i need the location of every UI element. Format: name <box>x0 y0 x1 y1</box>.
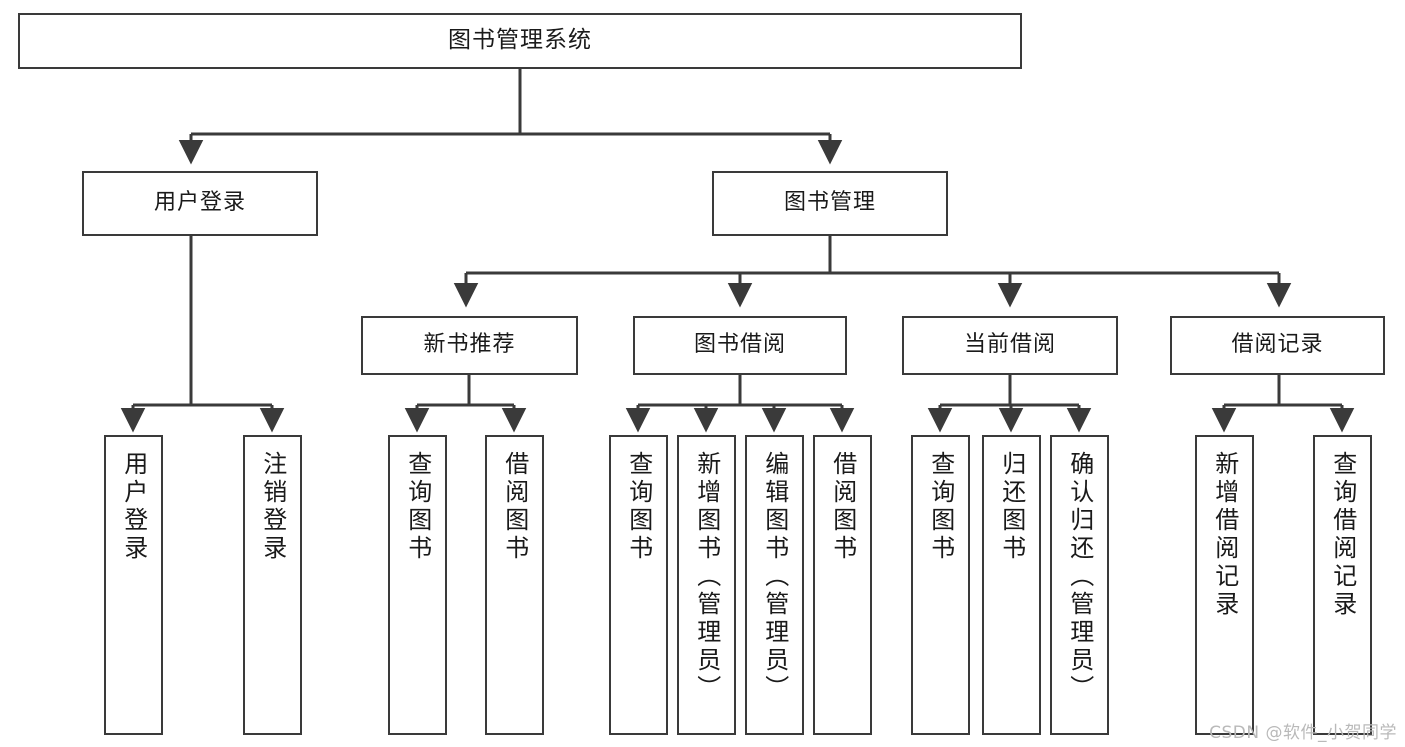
node-label: 图书借阅 <box>693 332 786 358</box>
node-label: 借阅图书 <box>828 451 857 563</box>
leaf-borrow-edit-book[interactable]: 编辑图书（管理员） <box>745 435 804 735</box>
leaf-record-query-record[interactable]: 查询借阅记录 <box>1313 435 1372 735</box>
leaf-current-return-book[interactable]: 归还图书 <box>982 435 1041 735</box>
node-label: 借阅记录 <box>1231 332 1324 358</box>
node-root-system[interactable]: 图书管理系统 <box>18 13 1022 69</box>
leaf-borrow-borrow-book[interactable]: 借阅图书 <box>813 435 872 735</box>
leaf-current-confirm-return[interactable]: 确认归还（管理员） <box>1050 435 1109 735</box>
node-label: 查询借阅记录 <box>1328 451 1357 619</box>
node-label: 新书推荐 <box>423 332 516 358</box>
leaf-user-login-logout[interactable]: 注销登录 <box>243 435 302 735</box>
leaf-borrow-query-book[interactable]: 查询图书 <box>609 435 668 735</box>
node-label: 图书管理 <box>783 190 876 216</box>
node-label: 当前借阅 <box>963 332 1056 358</box>
leaf-user-login-login[interactable]: 用户登录 <box>104 435 163 735</box>
node-label: 借阅图书 <box>500 451 529 563</box>
leaf-recommend-borrow-book[interactable]: 借阅图书 <box>485 435 544 735</box>
leaf-borrow-add-book[interactable]: 新增图书（管理员） <box>677 435 736 735</box>
node-current-borrow[interactable]: 当前借阅 <box>902 316 1118 375</box>
node-book-management[interactable]: 图书管理 <box>712 171 948 236</box>
node-label: 归还图书 <box>997 451 1026 563</box>
node-label: 编辑图书（管理员） <box>760 451 789 703</box>
node-label: 查询图书 <box>403 451 432 563</box>
leaf-recommend-query-book[interactable]: 查询图书 <box>388 435 447 735</box>
node-label: 新增图书（管理员） <box>692 451 721 703</box>
node-user-login[interactable]: 用户登录 <box>82 171 318 236</box>
node-new-book-recommend[interactable]: 新书推荐 <box>361 316 578 375</box>
node-label: 新增借阅记录 <box>1210 451 1239 619</box>
node-label: 用户登录 <box>119 451 148 563</box>
node-label: 图书管理系统 <box>448 27 592 54</box>
leaf-record-add-record[interactable]: 新增借阅记录 <box>1195 435 1254 735</box>
node-book-borrow[interactable]: 图书借阅 <box>633 316 847 375</box>
node-label: 查询图书 <box>624 451 653 563</box>
node-borrow-record[interactable]: 借阅记录 <box>1170 316 1385 375</box>
node-label: 用户登录 <box>153 190 246 216</box>
node-label: 确认归还（管理员） <box>1065 451 1094 703</box>
watermark: CSDN @软件_小贺同学 <box>1209 723 1397 743</box>
node-label: 注销登录 <box>258 451 287 563</box>
leaf-current-query-book[interactable]: 查询图书 <box>911 435 970 735</box>
node-label: 查询图书 <box>926 451 955 563</box>
